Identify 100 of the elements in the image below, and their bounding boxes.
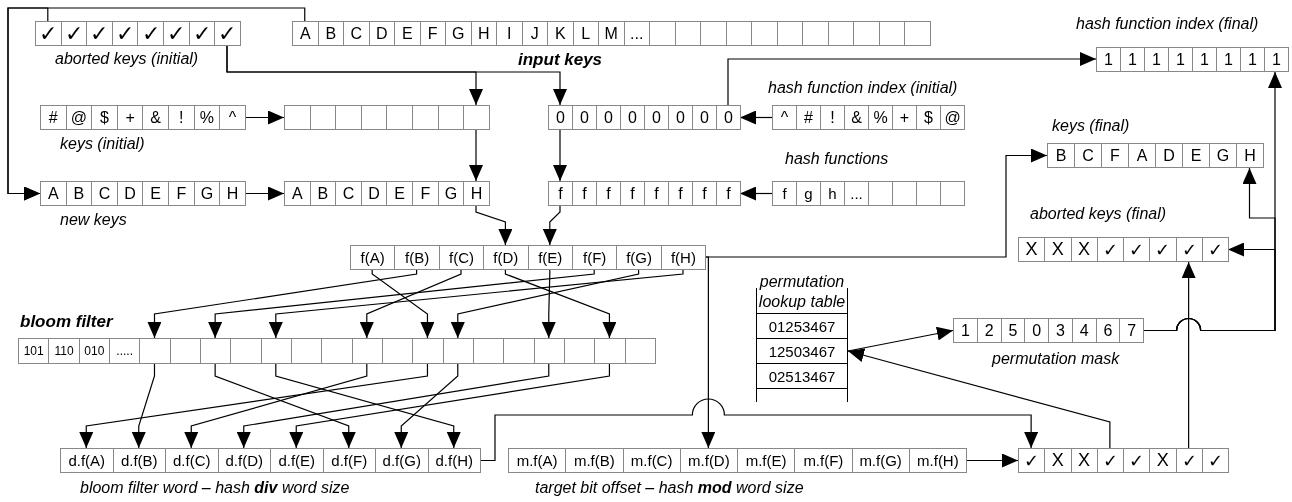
array-cell: F — [411, 181, 439, 206]
array-cell: ✓ — [162, 21, 190, 46]
arrow — [208, 269, 595, 339]
arrow — [131, 363, 156, 449]
array-cell: h — [820, 181, 845, 206]
array-cell: ✓ — [1201, 237, 1229, 262]
array-cell: f — [772, 181, 797, 206]
array-cell: 101 — [18, 338, 50, 364]
array-cell: f(B) — [394, 245, 440, 270]
array-cell: 1 — [1096, 47, 1121, 72]
array-cell: ..... — [109, 338, 141, 364]
array-cell: ✓ — [214, 21, 241, 46]
array-cell: ✓ — [1201, 448, 1229, 473]
arrow — [469, 129, 483, 182]
array-cell: f(G) — [616, 245, 662, 270]
arrow — [394, 363, 459, 449]
array-caption: hash function index (final) — [1076, 15, 1259, 33]
array-cell: 0 — [1024, 318, 1049, 343]
array-cell: m.f(C) — [622, 448, 681, 473]
array-cell: & — [844, 105, 869, 130]
array-cell: 1 — [1144, 47, 1169, 72]
array-cell: K — [547, 21, 574, 46]
arrow — [504, 269, 617, 339]
arrow — [1142, 167, 1276, 332]
array-cell: ✓ — [1149, 237, 1177, 262]
array-cell: f(A) — [350, 245, 396, 270]
array-cell: ✓ — [86, 21, 113, 46]
array-cell: # — [796, 105, 821, 130]
array-cell: f — [644, 181, 669, 206]
array-cell: d.f(B) — [112, 448, 166, 473]
array-cell: m.f(A) — [508, 448, 567, 473]
arrow — [268, 269, 684, 339]
array-caption: input keys — [518, 50, 603, 70]
array-cell: @ — [940, 105, 965, 130]
array-cell: f(H) — [660, 245, 707, 270]
array-caption: keys (final) — [1052, 117, 1130, 135]
array-cell: f — [716, 181, 741, 206]
arrow — [541, 269, 556, 339]
array-cell: f — [692, 181, 717, 206]
array-cell: ✓ — [1096, 448, 1124, 473]
array-caption: hash functions — [785, 150, 889, 168]
array-cell: C — [343, 21, 370, 46]
array-cell: 3 — [1048, 318, 1073, 343]
arrow — [847, 348, 1111, 449]
array-cell: m.f(H) — [908, 448, 967, 473]
array-cell: ^ — [772, 105, 797, 130]
array-cell: $ — [916, 105, 941, 130]
array-cell: G — [1209, 143, 1237, 168]
array-cell: & — [142, 105, 169, 130]
array-cell: m.f(E) — [737, 448, 796, 473]
array-cell: 7 — [1119, 318, 1144, 343]
array-cell: 4 — [1071, 318, 1097, 343]
array-caption: bloom filter word – hash div word size — [80, 479, 350, 497]
arrow — [275, 363, 461, 449]
table-heading: permutation lookup table — [757, 272, 847, 312]
array-cell: 1 — [1120, 47, 1145, 72]
arrow — [847, 326, 954, 352]
array-cell: g — [796, 181, 821, 206]
array-cell: E — [386, 181, 413, 206]
array-cell: 0 — [620, 105, 645, 130]
array-cell: H — [1236, 143, 1264, 168]
arrow — [1181, 261, 1196, 449]
array-cell: 1 — [1216, 47, 1241, 72]
array-cell: I — [496, 21, 523, 46]
arrow — [147, 269, 418, 339]
array-cell: ^ — [219, 105, 246, 130]
arrow — [226, 45, 567, 106]
array-cell: X — [1044, 237, 1072, 262]
array-caption: permutation mask — [992, 350, 1120, 368]
arrow — [359, 269, 462, 339]
array-cell: ✓ — [35, 21, 62, 46]
array-cell: 0 — [644, 105, 669, 130]
array-cell: d.f(A) — [60, 448, 114, 473]
array-cell: C — [335, 181, 362, 206]
array-cell: 0 — [548, 105, 573, 130]
array-cell: A — [1128, 143, 1156, 168]
array-cell: C — [91, 181, 118, 206]
array-cell: + — [892, 105, 917, 130]
array-caption: target bit offset – hash mod word size — [535, 479, 804, 497]
array-cell: B — [1047, 143, 1075, 168]
array-cell: 0 — [596, 105, 621, 130]
array-cell: 0 — [572, 105, 597, 130]
array-cell: f — [548, 181, 573, 206]
array-cell: F — [1101, 143, 1129, 168]
array-cell: m.f(D) — [679, 448, 738, 473]
arrow — [450, 269, 640, 339]
array-cell: ✓ — [1096, 237, 1124, 262]
array-cell: E — [1182, 143, 1210, 168]
array-caption: new keys — [60, 211, 127, 229]
array-cell: X — [1070, 448, 1098, 473]
array-cell: 1 — [1192, 47, 1217, 72]
array-cell: ✓ — [137, 21, 164, 46]
array-cell: # — [40, 105, 67, 130]
array-cell: f(C) — [438, 245, 485, 270]
arrow — [236, 363, 550, 449]
array-caption: hash function index (initial) — [768, 79, 958, 97]
arrow — [542, 205, 561, 246]
array-cell: m.f(G) — [851, 448, 910, 473]
array-cell: ! — [167, 105, 195, 130]
array-cell: d.f(E) — [270, 448, 324, 473]
